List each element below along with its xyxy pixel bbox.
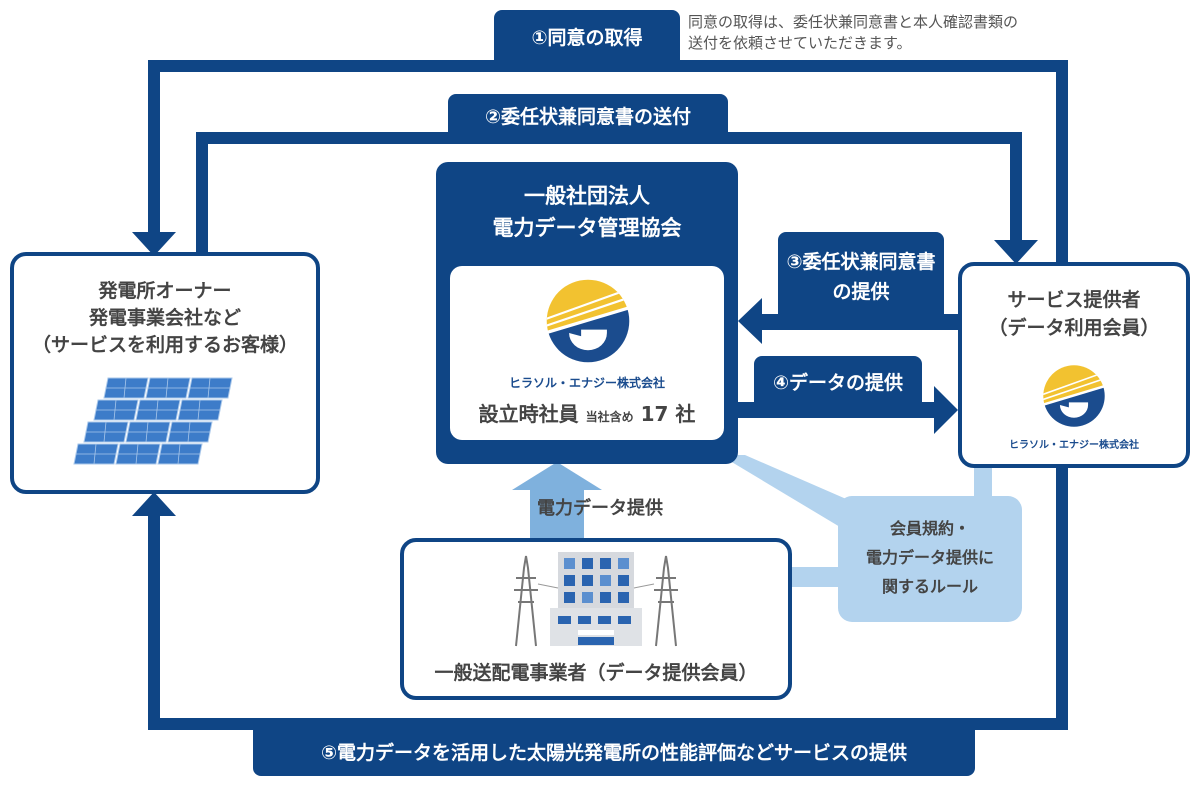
step2-label: ②委任状兼同意書の送付 [448,94,728,136]
building-window [578,616,591,624]
building-window [618,575,629,586]
step5-line-left [148,512,160,730]
step1-label: ①同意の取得 [494,10,680,62]
owner-line2: 発電事業会社など [88,307,241,329]
building-entrance [578,637,614,645]
members-unit: 社 [675,402,696,426]
association-line1: 一般社団法人 [524,184,650,208]
provider-line1: サービス提供者 [1007,289,1141,311]
step3-label-line2: の提供 [832,281,890,303]
building-window [600,592,611,603]
owner-box: 発電所オーナー 発電事業会社など （サービスを利用するお客様） [10,252,320,494]
rules-box: 会員規約・ 電力データ提供に 関するルール [838,496,1022,622]
building-window [598,616,611,624]
step5-arrow-up-icon [132,492,176,516]
step2-line-top [196,132,1022,144]
rules-connector-provider [974,465,992,505]
data-supply-arrow-head [512,462,602,490]
members-label: 設立時社員 [478,402,579,426]
step1-note-line1: 同意の取得は、委任状兼同意書と本人確認書類の [688,13,1019,31]
step3-line [760,314,960,330]
step2-line-left [196,132,208,258]
utility-box: 一般送配電事業者（データ提供会員） [400,538,792,700]
step1-line-top [148,60,1068,72]
step2-line-right [1010,132,1022,242]
building-window [564,575,575,586]
provider-line2: （データ利用会員） [988,317,1160,339]
building-window [564,592,575,603]
members-line: 設立時社員 当社含め 17 社 [450,398,724,427]
step3-label-line1: ③委任状兼同意書 [786,251,936,273]
rules-line3: 関するルール [881,577,978,596]
step5-line-right [1056,465,1068,730]
rules-connector-association [720,455,860,530]
building-window [582,558,593,569]
solar-panel-icon [73,377,233,465]
members-note: 当社含め [585,410,634,424]
hirasol-logo-small-icon [1043,365,1105,427]
association-box: 一般社団法人 電力データ管理協会 ヒラソル・エナジー株式会社 設立時社員 当社含… [436,162,738,464]
step1-arrow-down-icon [132,232,176,256]
building-window [618,592,629,603]
provider-box: サービス提供者 （データ利用会員） ヒラソル・エナジー株式会社 [958,262,1190,468]
utility-name: 一般送配電事業者（データ提供会員） [434,662,758,684]
tower-right [654,555,678,647]
hirasol-logo-icon [546,279,630,363]
step4-label: ④データの提供 [754,356,922,406]
rules-line1: 会員規約・ [889,519,970,538]
rules-connector-utility [788,567,848,587]
members-count: 17 [640,402,669,426]
owner-line1: 発電所オーナー [98,280,232,302]
building-window [582,592,593,603]
step1-line-left [148,60,160,240]
building-window [582,575,593,586]
step1-note-line2: 送付を依頼させていただきます。 [688,34,912,52]
step4-arrow-right-icon [934,386,958,434]
step1-line-right [1056,60,1068,270]
tower-left [514,555,538,647]
data-supply-label: 電力データ提供 [537,498,663,519]
step4-line [736,402,936,418]
provider-company-name: ヒラソル・エナジー株式会社 [1009,440,1139,451]
building-window [618,616,631,624]
step2-arrow-down-icon [994,240,1038,264]
rules-line2: 電力データ提供に [865,548,994,567]
building-window [558,616,571,624]
data-supply-arrow-shaft [530,490,584,545]
building-window [600,558,611,569]
building-window [564,558,575,569]
owner-line3: （サービスを利用するお客様） [31,334,298,356]
building-window [618,558,629,569]
association-inner-card: ヒラソル・エナジー株式会社 設立時社員 当社含め 17 社 [450,266,724,440]
association-company-name: ヒラソル・エナジー株式会社 [508,376,665,390]
building-with-power-towers-icon [514,552,678,647]
step3-label: ③委任状兼同意書 の提供 [778,232,944,322]
building-window [600,575,611,586]
association-line2: 電力データ管理協会 [492,216,682,240]
step3-arrow-left-icon [738,298,762,344]
step5-label: ⑤電力データを活用した太陽光発電所の性能評価などサービスの提供 [253,726,975,776]
